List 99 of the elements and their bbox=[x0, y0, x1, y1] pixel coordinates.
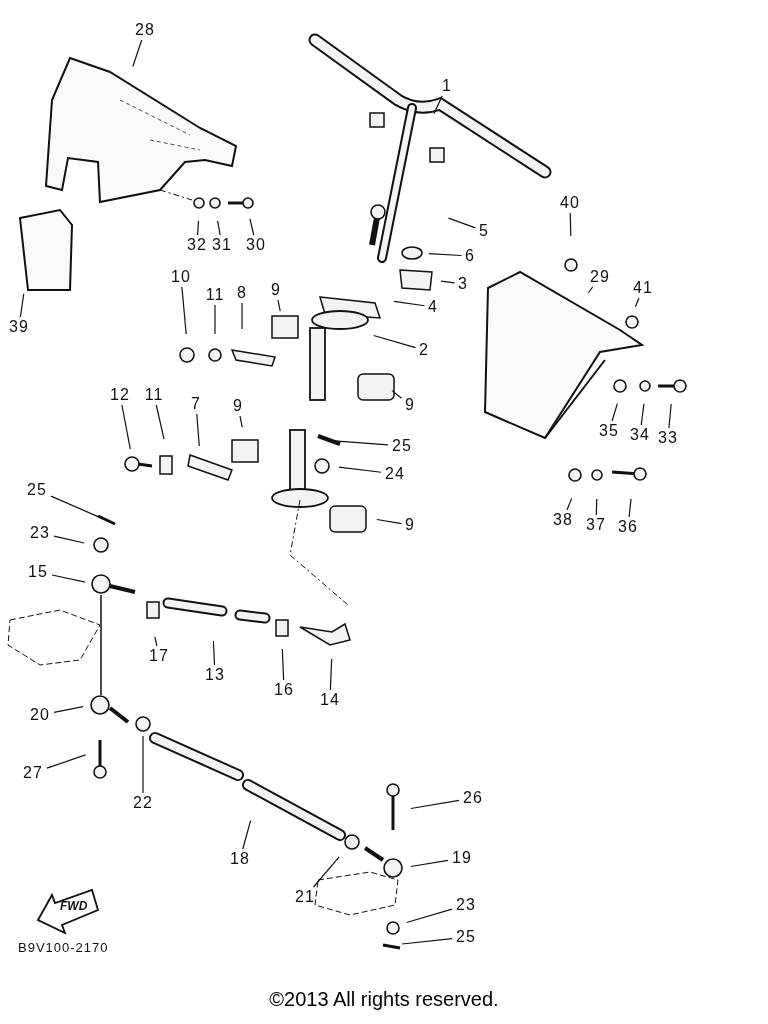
callout-number: 5 bbox=[478, 222, 490, 240]
leader-line bbox=[668, 403, 672, 429]
leader-line bbox=[393, 300, 426, 307]
diagram-code: B9V100-2170 bbox=[18, 940, 109, 955]
callout-number: 27 bbox=[22, 764, 44, 782]
callout-number: 2 bbox=[418, 341, 430, 359]
leader-line bbox=[277, 299, 281, 312]
leader-line bbox=[142, 735, 144, 794]
leader-line bbox=[338, 466, 382, 473]
leader-line bbox=[569, 212, 572, 237]
callout-number: 21 bbox=[294, 888, 316, 906]
callout-number: 36 bbox=[617, 518, 639, 536]
callout-number: 40 bbox=[559, 194, 581, 212]
leader-line bbox=[595, 498, 598, 516]
callout-number: 12 bbox=[109, 386, 131, 404]
callout-number: 6 bbox=[464, 247, 476, 265]
callout-number: 4 bbox=[427, 298, 439, 316]
leader-line bbox=[640, 403, 645, 426]
leader-line bbox=[373, 334, 417, 349]
leader-line bbox=[566, 497, 573, 511]
callout-number: 41 bbox=[632, 279, 654, 297]
leader-line bbox=[330, 440, 389, 446]
callout-number: 13 bbox=[204, 666, 226, 684]
leader-line bbox=[634, 297, 640, 308]
leader-line bbox=[440, 280, 456, 284]
leader-line bbox=[155, 404, 165, 440]
callout-number: 37 bbox=[585, 516, 607, 534]
callout-number: 19 bbox=[451, 849, 473, 867]
leader-line bbox=[19, 293, 25, 318]
leader-line bbox=[51, 574, 86, 583]
leader-line bbox=[132, 39, 143, 68]
leader-line bbox=[121, 404, 131, 450]
callout-number: 25 bbox=[26, 481, 48, 499]
leader-line bbox=[212, 640, 216, 666]
callout-number: 34 bbox=[629, 426, 651, 444]
callout-number: 39 bbox=[8, 318, 30, 336]
leader-line bbox=[53, 535, 85, 544]
callout-number: 30 bbox=[245, 236, 267, 254]
callout-number: 20 bbox=[29, 706, 51, 724]
callout-number: 8 bbox=[236, 284, 248, 302]
callout-number: 9 bbox=[404, 396, 416, 414]
leader-line bbox=[181, 286, 187, 335]
callout-number: 31 bbox=[211, 236, 233, 254]
leader-line bbox=[154, 636, 158, 647]
callout-number: 10 bbox=[170, 268, 192, 286]
copyright-note: ©2013 All rights reserved. bbox=[269, 988, 499, 1011]
callout-number: 11 bbox=[204, 286, 226, 304]
callout-number: 18 bbox=[229, 850, 251, 868]
leader-line bbox=[587, 286, 594, 294]
leader-line bbox=[249, 218, 255, 236]
callout-number: 16 bbox=[273, 681, 295, 699]
leader-line bbox=[611, 403, 618, 422]
leader-line bbox=[401, 937, 453, 945]
leader-line bbox=[281, 648, 285, 681]
leader-line bbox=[53, 706, 84, 713]
callout-number: 17 bbox=[148, 647, 170, 665]
callout-number: 26 bbox=[462, 789, 484, 807]
callout-number: 38 bbox=[552, 511, 574, 529]
callout-number: 14 bbox=[319, 691, 341, 709]
leader-line bbox=[410, 859, 449, 868]
leader-line bbox=[50, 495, 101, 518]
callout-number: 23 bbox=[29, 524, 51, 542]
leader-line bbox=[239, 415, 243, 428]
callout-number: 35 bbox=[598, 422, 620, 440]
leader-line bbox=[410, 799, 460, 810]
leader-line bbox=[391, 390, 403, 399]
leader-line bbox=[241, 302, 243, 330]
callout-number: 25 bbox=[391, 437, 413, 455]
leader-line bbox=[214, 304, 216, 335]
callout-number: 11 bbox=[143, 386, 165, 404]
callout-number: 9 bbox=[404, 516, 416, 534]
callout-number: 7 bbox=[190, 395, 202, 413]
callout-number: 33 bbox=[657, 429, 679, 447]
leader-line bbox=[428, 252, 463, 257]
callout-number: 22 bbox=[132, 794, 154, 812]
leader-line bbox=[447, 217, 477, 229]
callout-number: 23 bbox=[455, 896, 477, 914]
leader-line bbox=[217, 220, 221, 236]
callout-number: 9 bbox=[232, 397, 244, 415]
callout-number: 15 bbox=[27, 563, 49, 581]
callout-number: 9 bbox=[270, 281, 282, 299]
leader-line bbox=[196, 413, 200, 447]
leader-line bbox=[433, 95, 443, 115]
leader-line bbox=[406, 908, 453, 924]
callout-number: 28 bbox=[134, 21, 156, 39]
callout-number: 32 bbox=[186, 236, 208, 254]
direction-label: FWD bbox=[60, 899, 88, 913]
leader-line bbox=[329, 658, 333, 691]
leader-line bbox=[197, 220, 200, 236]
leader-line bbox=[628, 498, 632, 518]
callout-number: 24 bbox=[384, 465, 406, 483]
callout-number: 1 bbox=[441, 77, 453, 95]
leader-line bbox=[46, 754, 87, 769]
leader-line bbox=[312, 856, 340, 888]
callout-number: 29 bbox=[589, 268, 611, 286]
callout-number: 3 bbox=[457, 275, 469, 293]
leader-line bbox=[242, 820, 252, 850]
leader-line bbox=[376, 518, 403, 525]
callout-number: 25 bbox=[455, 928, 477, 946]
